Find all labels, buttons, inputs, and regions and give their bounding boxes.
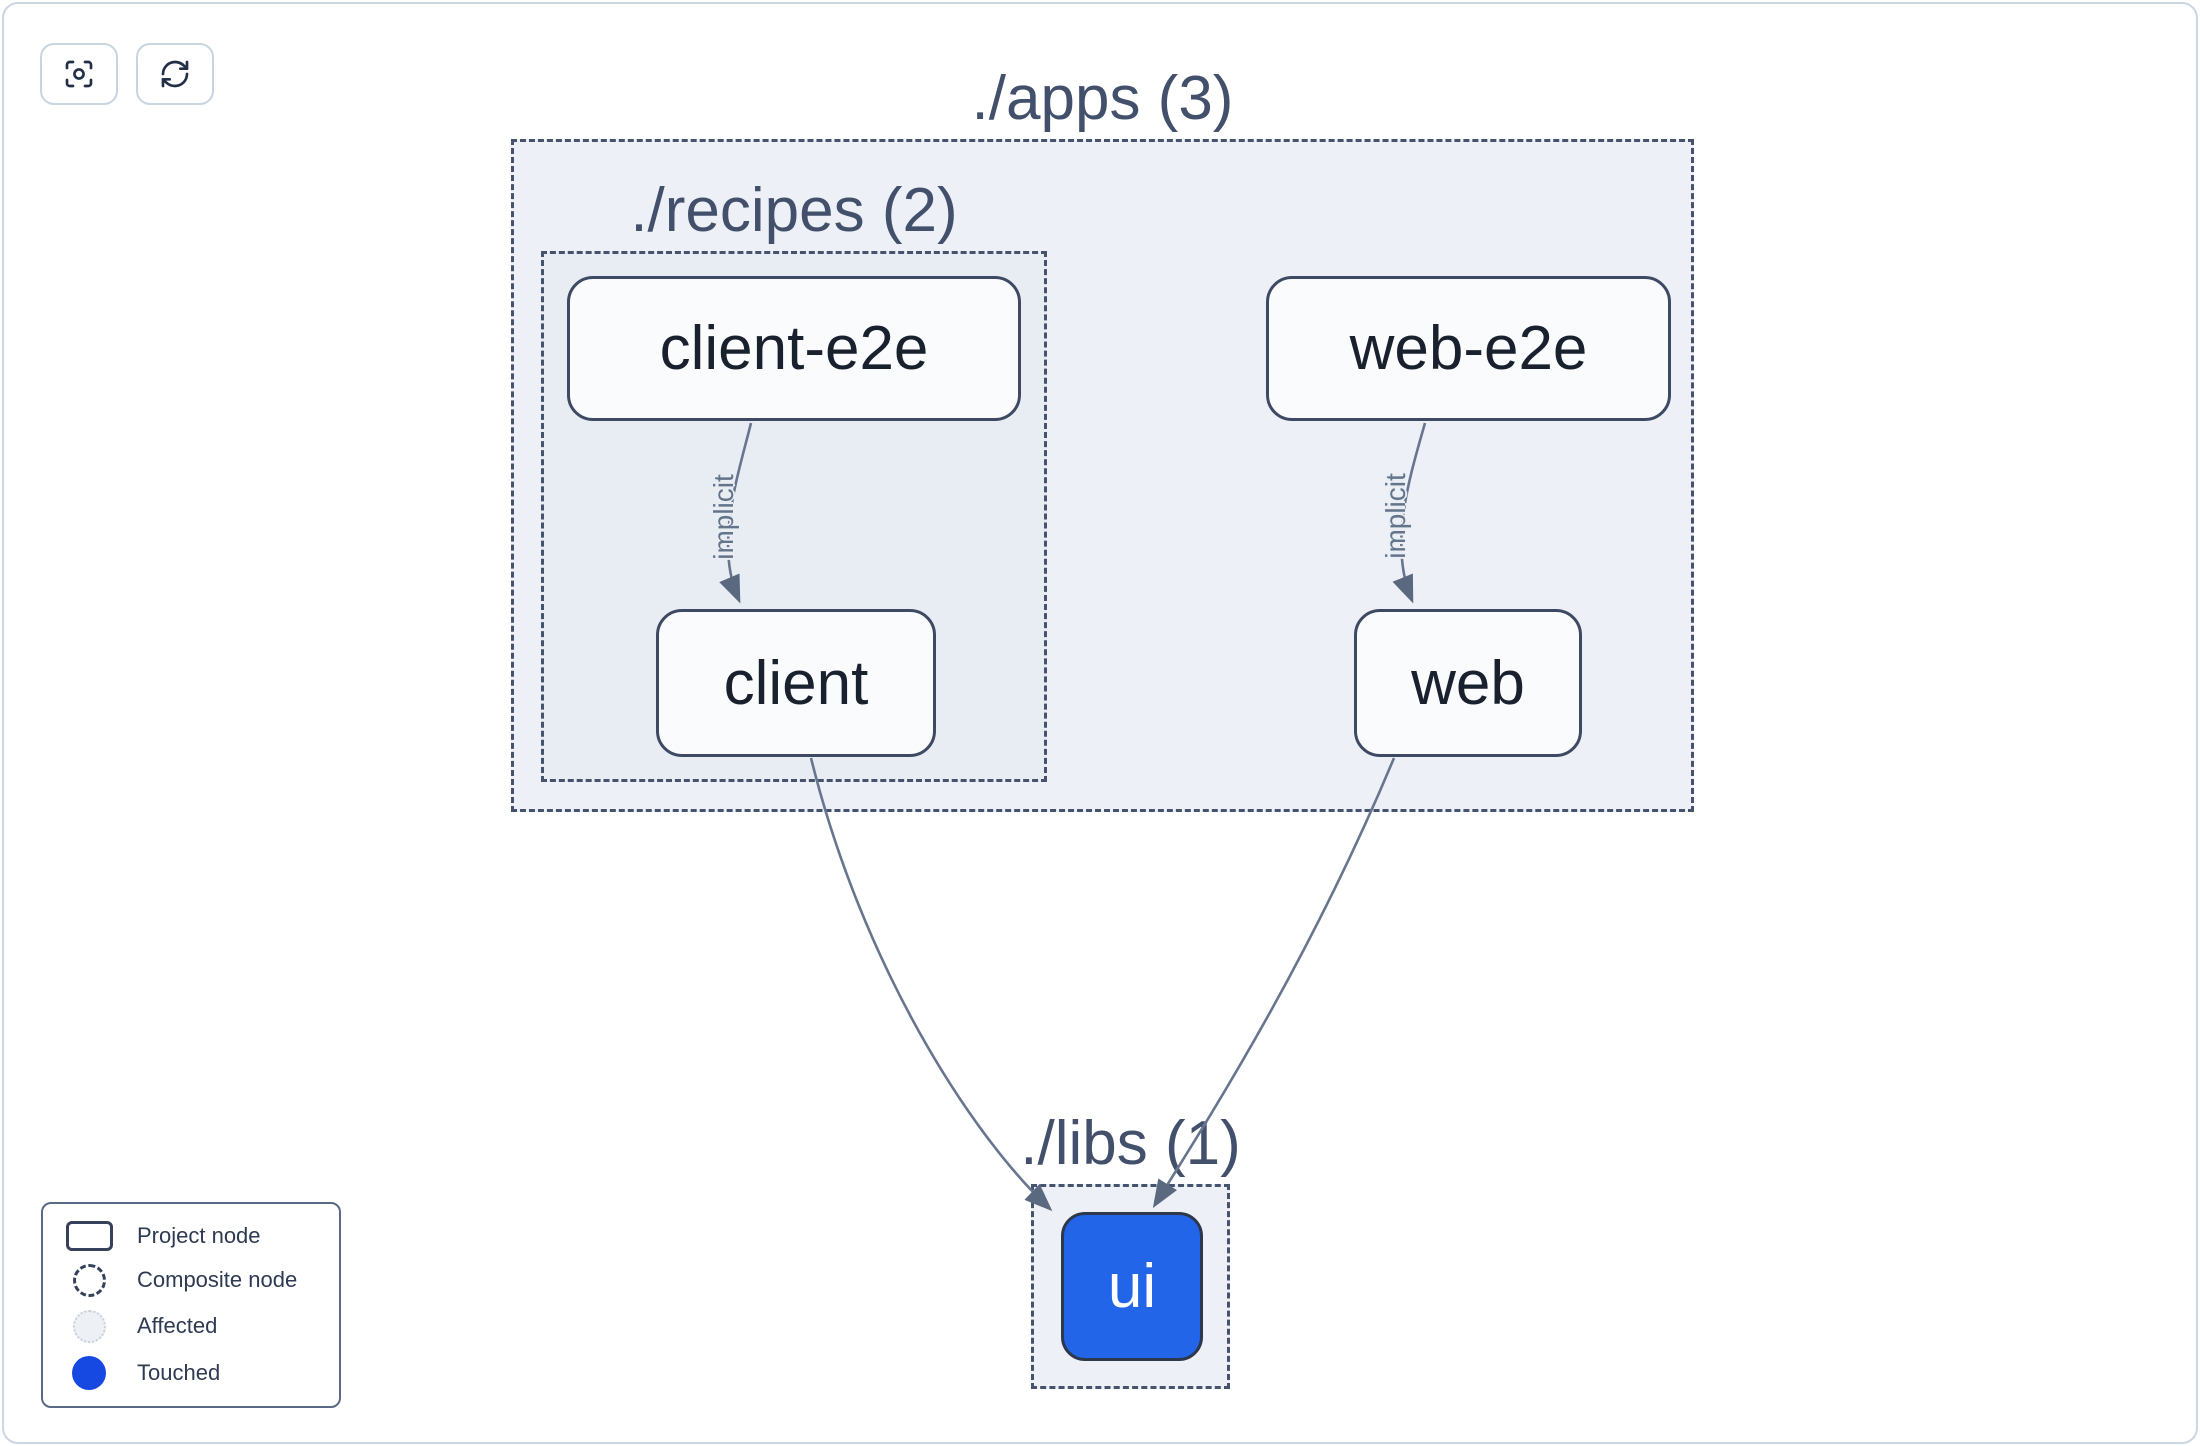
project-node-swatch-icon <box>65 1220 113 1251</box>
node-label: web-e2e <box>1349 314 1588 383</box>
node-label: client <box>723 648 869 718</box>
center-graph-button[interactable] <box>40 43 118 105</box>
edge-client-e2e-to-client[interactable] <box>719 422 753 604</box>
legend-label: Composite node <box>137 1267 298 1292</box>
node-label: web <box>1411 648 1525 718</box>
edge-label-implicit-client[interactable]: implicit <box>708 474 739 560</box>
edge-client-to-ui[interactable] <box>809 757 1053 1212</box>
project-node-ui-touched[interactable]: ui <box>1061 1212 1203 1361</box>
affected-swatch-icon <box>72 1309 106 1343</box>
legend-item-project-node: Project node <box>43 1220 339 1251</box>
project-node-client[interactable]: client <box>656 609 936 757</box>
composite-label-recipes: ./recipes (2) <box>630 176 958 245</box>
project-node-web-e2e[interactable]: web-e2e <box>1266 276 1671 421</box>
composite-node-swatch-icon <box>72 1263 106 1297</box>
composite-label-libs: ./libs (1) <box>1020 1109 1241 1178</box>
edge-web-e2e-to-web[interactable] <box>1392 422 1427 604</box>
node-label: ui <box>1107 1252 1157 1321</box>
project-node-client-e2e[interactable]: client-e2e <box>567 276 1021 421</box>
legend-label: Touched <box>137 1359 221 1385</box>
edge-layer <box>719 422 1427 1212</box>
composite-label-apps: ./apps (3) <box>971 64 1234 133</box>
edge-label-implicit-web[interactable]: implicit <box>1380 473 1411 559</box>
node-label: client-e2e <box>659 314 929 383</box>
legend-label: Affected <box>137 1313 218 1338</box>
legend-item-touched: Touched <box>43 1355 339 1390</box>
refresh-graph-button[interactable] <box>136 43 214 105</box>
legend-label: Project node <box>137 1222 261 1248</box>
legend-item-affected: Affected <box>43 1309 339 1343</box>
project-node-web[interactable]: web <box>1354 609 1582 757</box>
refresh-icon <box>161 60 189 88</box>
touched-swatch-icon <box>72 1355 106 1390</box>
legend-panel: Project node Composite node Affected Tou… <box>41 1202 341 1408</box>
focus-icon <box>65 60 93 88</box>
edge-web-to-ui[interactable] <box>1152 757 1396 1209</box>
legend-item-composite-node: Composite node <box>43 1263 339 1297</box>
